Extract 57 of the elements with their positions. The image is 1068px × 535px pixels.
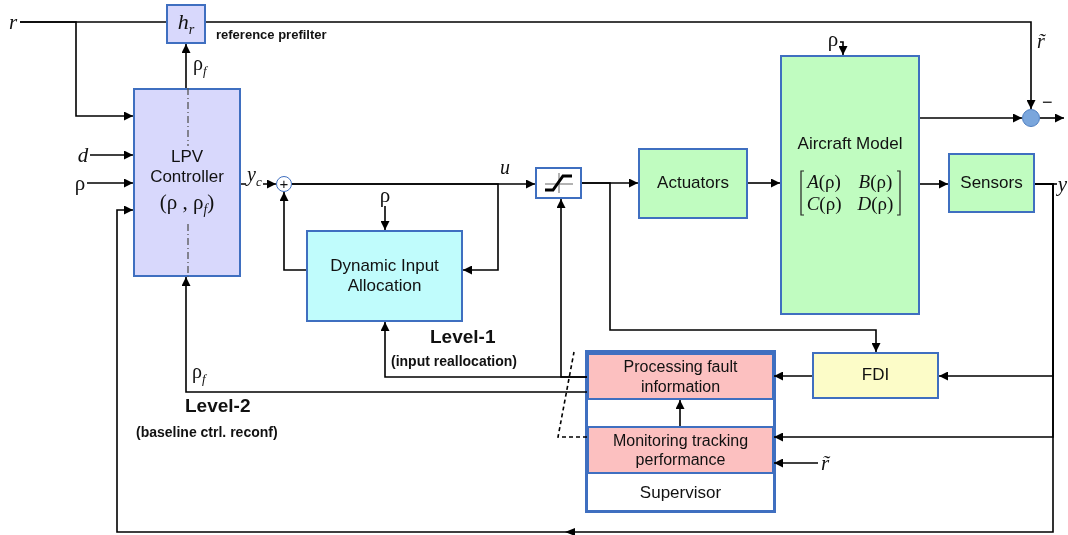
minus-sign: −: [1042, 92, 1053, 113]
supervisor-box: [585, 350, 776, 513]
arrow: [919, 113, 1023, 123]
arrow: [838, 41, 848, 56]
arrow: [919, 179, 949, 189]
monitoring-box: [587, 426, 774, 474]
arrow: [675, 399, 685, 427]
box-title: Sensors: [960, 172, 1023, 194]
prefilter-symbol: h$_{r}$: [177, 9, 195, 39]
fdi-box: [812, 352, 939, 399]
signal-label: ρ: [378, 184, 392, 206]
signal-label: r̃: [818, 452, 832, 474]
signal-label: ρ: [826, 28, 840, 50]
box-title: Processing fault information: [622, 357, 739, 396]
matrix-entry: B(ρ): [857, 172, 894, 193]
arrow: [86, 178, 134, 188]
prefilter-box: [166, 4, 206, 44]
box-title: Dynamic Input Allocation: [329, 255, 440, 297]
controller-title: LPV Controller: [149, 147, 225, 188]
box-title: FDI: [861, 365, 890, 386]
summing-junction: +: [276, 176, 292, 192]
controller-box: [133, 88, 241, 277]
arrow: [279, 191, 307, 271]
arrow: [116, 183, 1054, 533]
level-heading: Level-2: [185, 395, 251, 417]
controller-parameters: (ρ , ρ$_{f}$): [159, 189, 215, 218]
comparison-junction: [1022, 109, 1040, 127]
actuators-box: [638, 148, 748, 219]
level-heading: Level-1: [430, 326, 496, 348]
sensors-box: [948, 153, 1035, 213]
arrow: [380, 205, 390, 231]
box-title: Monitoring tracking performance: [611, 430, 750, 470]
box-title: Aircraft Model: [797, 133, 903, 155]
matrix-entry: C(ρ): [806, 194, 842, 215]
processing-box: [587, 353, 774, 400]
signal-label: d: [76, 144, 90, 166]
reference-prefilter-label: reference prefilter: [216, 27, 327, 42]
signal-label: r: [6, 11, 20, 33]
box-title: Actuators: [657, 173, 729, 194]
matrix-entry: A(ρ): [806, 172, 842, 193]
arrow: [181, 43, 191, 89]
level-note: (input reallocation): [391, 353, 517, 369]
allocation-box: [306, 230, 463, 322]
arrow: [89, 150, 134, 160]
arrow: [205, 21, 1036, 110]
box-title: Supervisor: [639, 482, 722, 503]
signal-label: ρ: [73, 172, 87, 194]
arrow: [581, 182, 881, 353]
arrow: [1039, 113, 1065, 123]
signal-label: y: [1057, 173, 1068, 195]
arrow: [747, 178, 781, 188]
matrix-entry: D(ρ): [857, 194, 894, 215]
arrow: [291, 183, 499, 275]
aircraft-model-box: [780, 55, 920, 315]
level-note: (baseline ctrl. reconf): [136, 424, 278, 440]
arrow: [19, 21, 134, 121]
saturation-block: [535, 167, 582, 199]
